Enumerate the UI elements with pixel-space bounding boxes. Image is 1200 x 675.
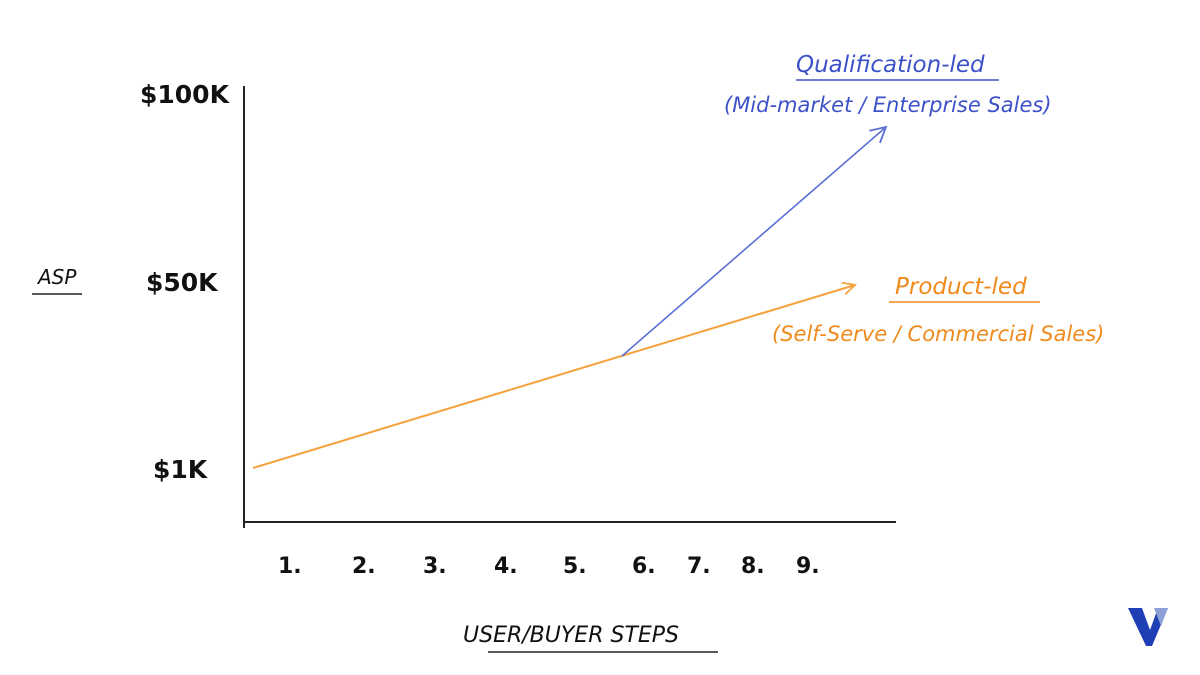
series-product-led-line	[252, 285, 855, 469]
y-tick-label: $1K	[153, 455, 209, 484]
x-tick-label: 8.	[741, 554, 765, 579]
series-product-led-label: Product-led	[895, 274, 1027, 300]
series-qualification-led-line	[621, 125, 888, 357]
y-tick-label: $100K	[140, 80, 231, 109]
x-tick-label: 9.	[796, 554, 820, 579]
x-tick-label: 3.	[423, 554, 447, 579]
x-tick-label: 1.	[278, 554, 302, 579]
x-tick-label: 5.	[563, 554, 587, 579]
series-product-led-subtitle: (Self-Serve / Commercial Sales)	[772, 322, 1104, 346]
x-tick-label: 4.	[494, 554, 518, 579]
brand-logo	[1128, 608, 1168, 646]
series-qualification-led-subtitle: (Mid-market / Enterprise Sales)	[724, 93, 1052, 117]
y-tick-label: $50K	[146, 268, 219, 297]
x-axis-label: USER/BUYER STEPS	[463, 623, 679, 648]
x-tick-label: 6.	[632, 554, 656, 579]
x-tick-label: 2.	[352, 554, 376, 579]
series-qualification-led-label: Qualification-led	[796, 52, 985, 78]
x-tick-label: 7.	[687, 554, 711, 579]
y-axis-label: ASP	[36, 265, 77, 289]
